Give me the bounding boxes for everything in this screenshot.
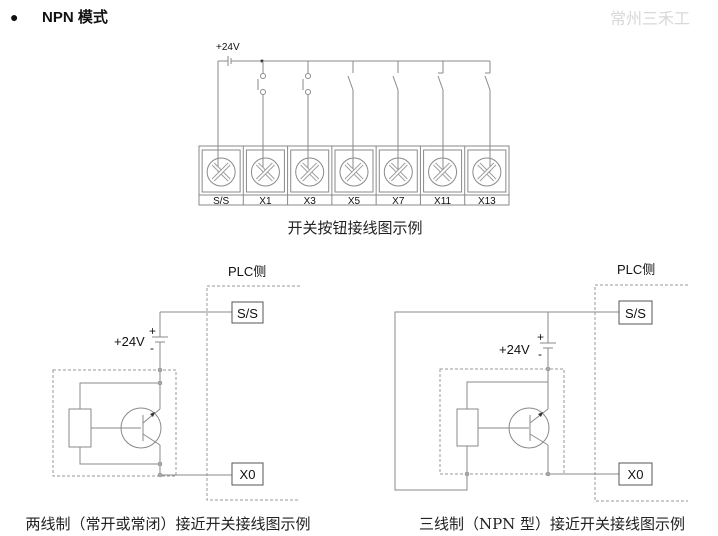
terminal-screw: X13 (464, 146, 507, 207)
switch-wiring-diagram: +24V (198, 42, 510, 207)
terminal-screw: S/S (201, 149, 241, 207)
ss-terminal-label: S/S (625, 306, 646, 321)
terminal-label: X13 (478, 196, 496, 207)
terminal-screw: X7 (375, 146, 418, 207)
screw-icon (472, 157, 502, 187)
sensor-resistor (456, 408, 479, 447)
screw-icon (206, 157, 236, 187)
screw-icon (250, 157, 280, 187)
top-supply-label: +24V (216, 42, 240, 53)
three-wire-caption: 三线制（NPN 型）接近开关接线图示例 (419, 515, 685, 533)
ss-terminal (231, 301, 264, 324)
terminal-screw: X1 (242, 146, 285, 207)
plus-sign: + (149, 324, 156, 338)
ss-terminal-label: S/S (237, 306, 258, 321)
screw-icon (339, 157, 369, 187)
supply-label: +24V (499, 342, 530, 357)
x0-terminal-label: X0 (628, 467, 644, 482)
terminal-screw: X5 (331, 146, 374, 207)
terminal-label: X3 (304, 196, 317, 207)
sensor-resistor (68, 408, 92, 448)
top-caption: 开关按钮接线图示例 (287, 219, 422, 237)
screw-icon (383, 157, 413, 187)
supply-label: +24V (114, 334, 145, 349)
two-wire-caption: 两线制（常开或常闭）接近开关接线图示例 (25, 515, 310, 533)
heading-bullet: ● (10, 9, 18, 25)
terminal-label: X1 (259, 196, 272, 207)
terminal-label: X7 (392, 196, 405, 207)
minus-sign: - (150, 341, 154, 355)
ss-terminal (618, 300, 653, 325)
screw-icon (428, 157, 458, 187)
x0-terminal-label: X0 (240, 467, 256, 482)
terminal-label: S/S (213, 196, 229, 207)
plc-side-label: PLC侧 (617, 262, 655, 277)
watermark: 常州三禾工 (610, 9, 690, 28)
minus-sign: - (538, 347, 542, 361)
screw-icon (295, 157, 325, 187)
terminal-screw: X11 (419, 146, 463, 207)
terminal-label: X11 (434, 196, 451, 207)
heading-title: NPN 模式 (42, 8, 108, 26)
plc-side-label: PLC侧 (228, 264, 266, 279)
two-wire-diagram: PLC侧 + - +24V S/S X0 (52, 264, 300, 501)
three-wire-diagram: PLC侧 + - +24V S/S X0 (394, 262, 688, 502)
plus-sign: + (537, 330, 544, 344)
x0-terminal (231, 462, 264, 486)
x0-terminal (618, 462, 653, 486)
terminal-screw: X3 (287, 146, 330, 207)
terminal-label: X5 (348, 196, 361, 207)
